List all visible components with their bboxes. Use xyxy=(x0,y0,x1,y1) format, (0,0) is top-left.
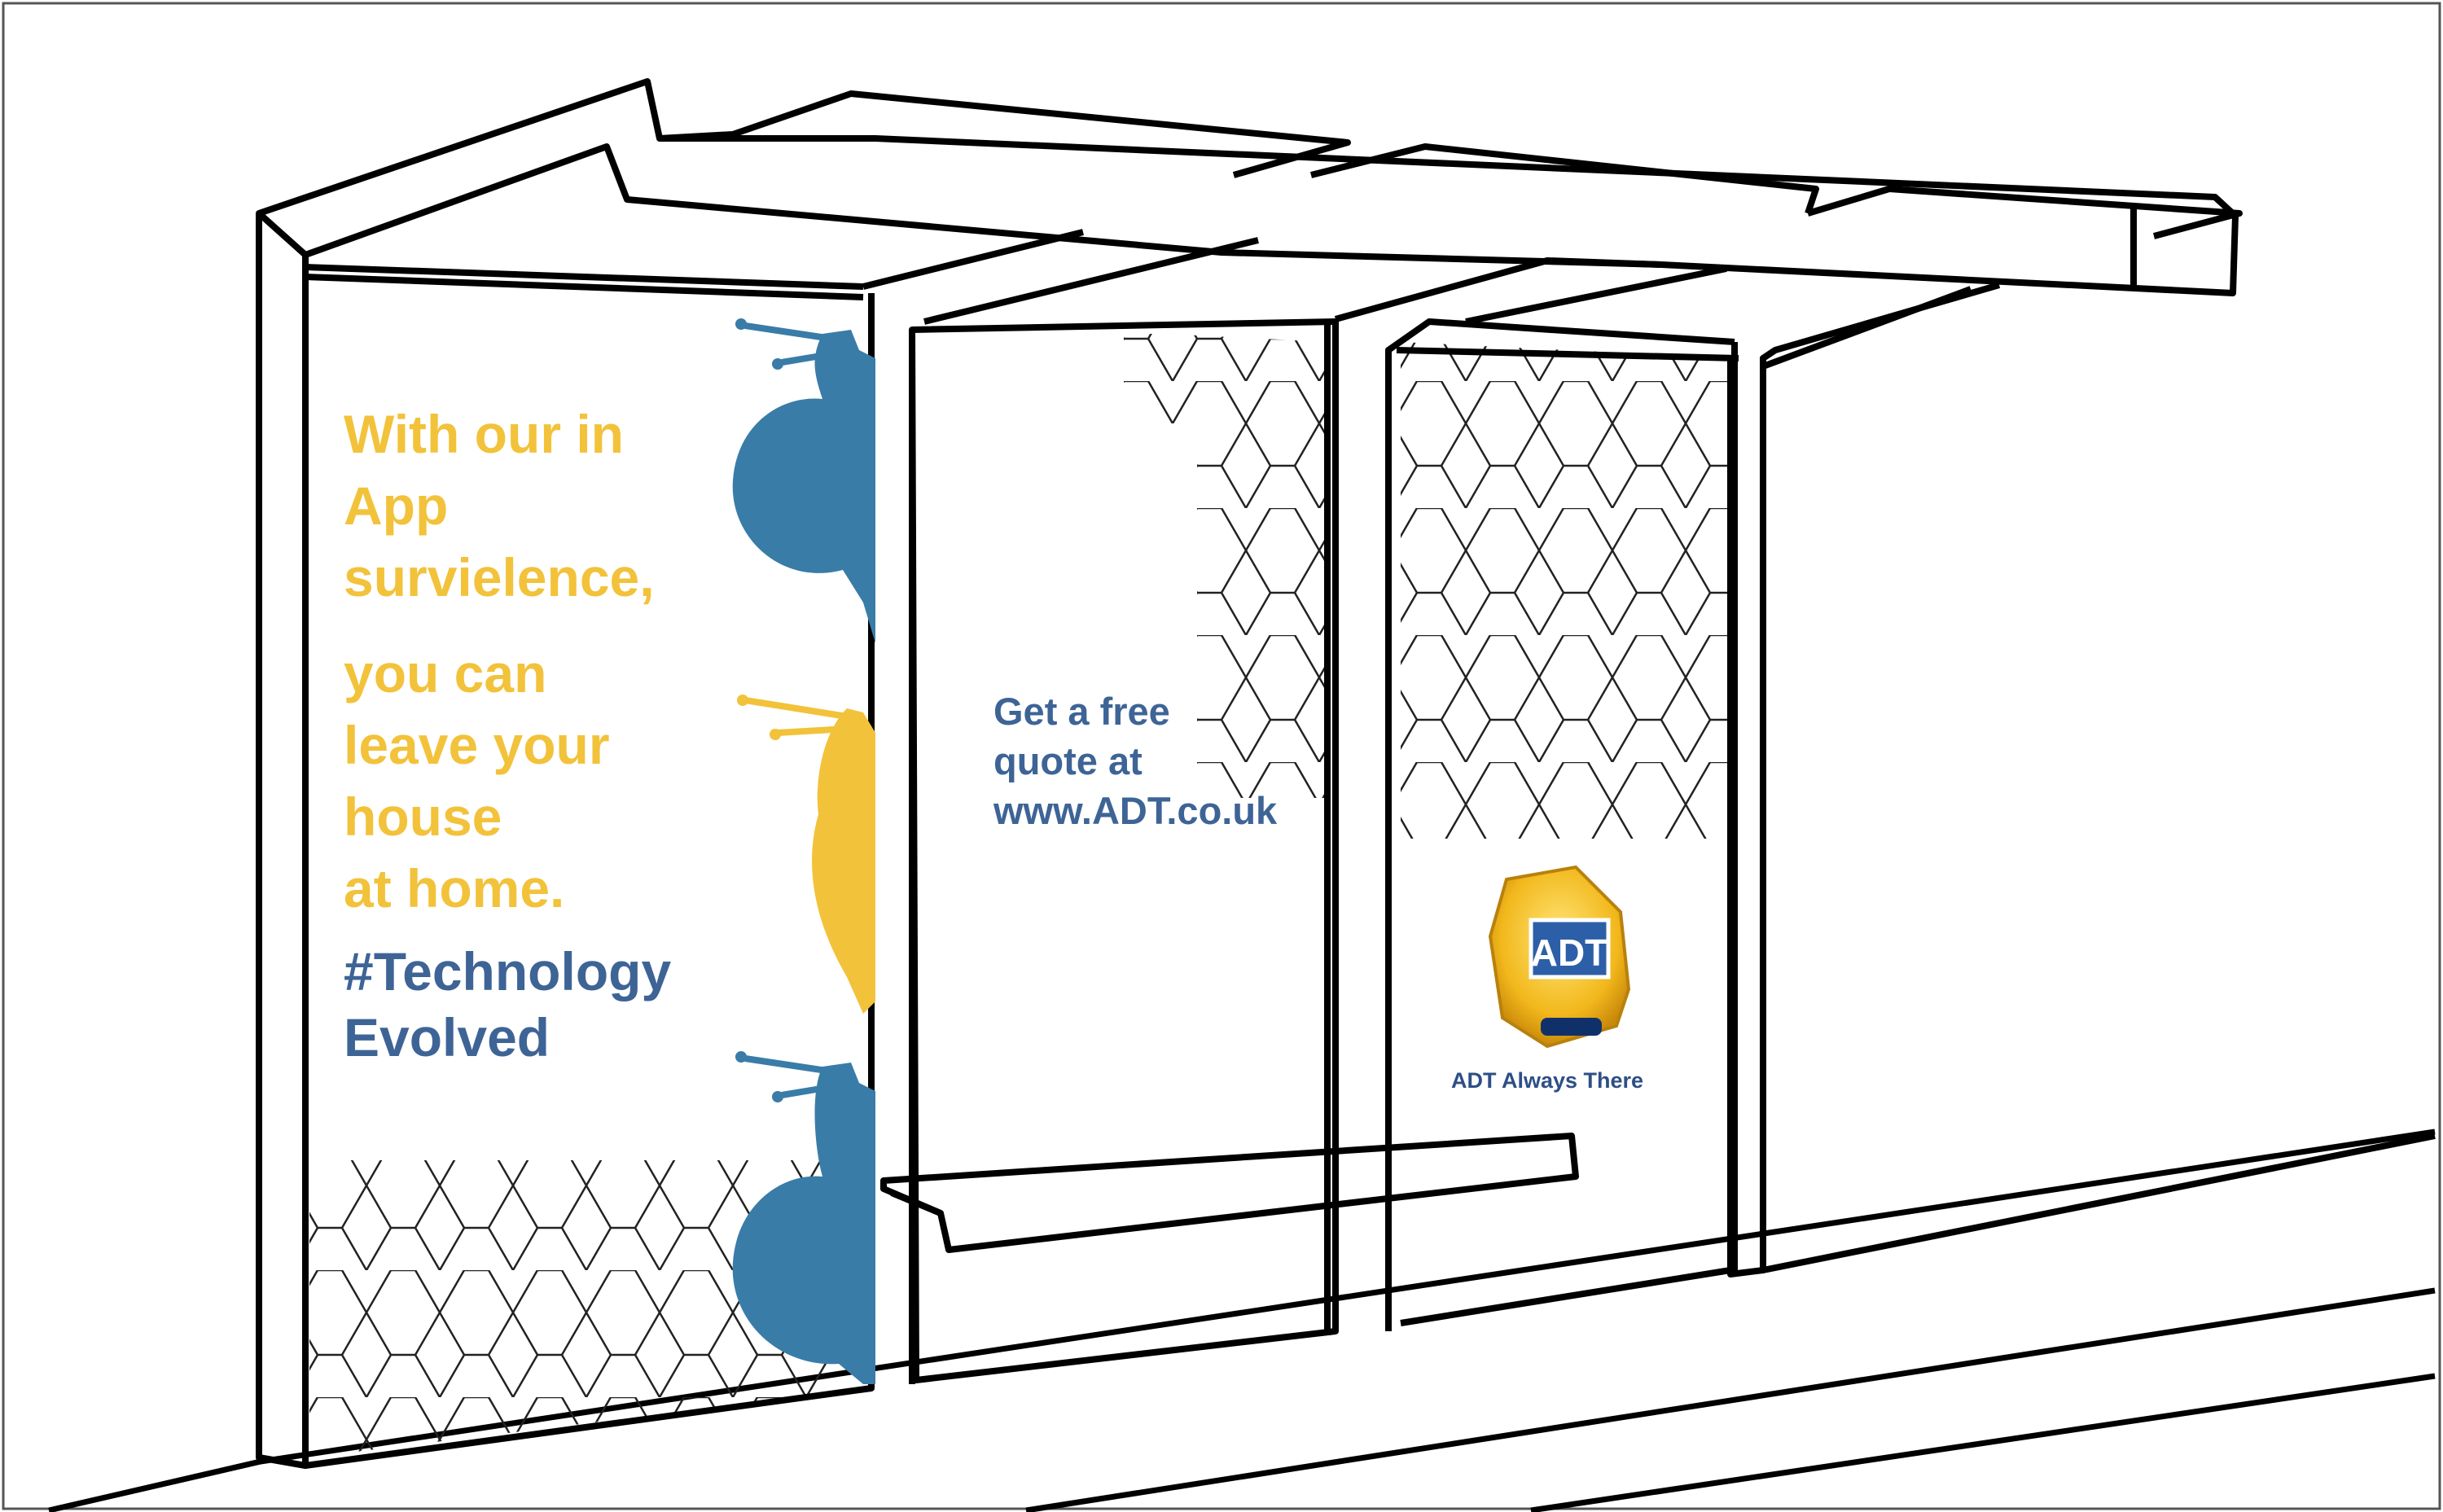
middle-poster-copy: Get a free quote at www.ADT.co.uk xyxy=(993,690,1278,832)
headline-line-3: survielence, xyxy=(344,547,655,607)
snail-middle-icon xyxy=(737,695,875,1014)
shelter-structure xyxy=(256,78,2436,1469)
quote-url: www.ADT.co.uk xyxy=(993,789,1278,832)
body-line-2: leave your xyxy=(344,715,610,775)
ground-lines xyxy=(48,1129,2436,1512)
adt-logo-text: ADT xyxy=(1531,931,1608,974)
adt-logo-box xyxy=(1529,918,1611,980)
body-line-4: at home. xyxy=(344,858,564,918)
headline-line-2: App xyxy=(344,476,448,536)
hex-pattern-right xyxy=(1401,342,1735,839)
quote-line-2: quote at xyxy=(993,739,1143,782)
snail-top-icon xyxy=(732,318,875,643)
hashtag-line-2: Evolved xyxy=(344,1007,550,1067)
body-line-1: you can xyxy=(344,643,546,703)
quote-line-1: Get a free xyxy=(993,690,1170,733)
adt-logo: ADT ADT Always There xyxy=(1451,865,1643,1093)
adt-tagline: ADT Always There xyxy=(1451,1068,1643,1093)
body-line-3: house xyxy=(344,787,502,847)
headline-line-1: With our in xyxy=(344,404,624,464)
hashtag-line-1: #Technology xyxy=(344,941,671,1001)
adt-logo-light xyxy=(1541,1018,1602,1036)
snail-bottom-icon xyxy=(732,1051,875,1384)
left-poster-copy: With our in App survielence, you can lea… xyxy=(344,404,671,1067)
hex-pattern-middle xyxy=(1124,334,1327,806)
